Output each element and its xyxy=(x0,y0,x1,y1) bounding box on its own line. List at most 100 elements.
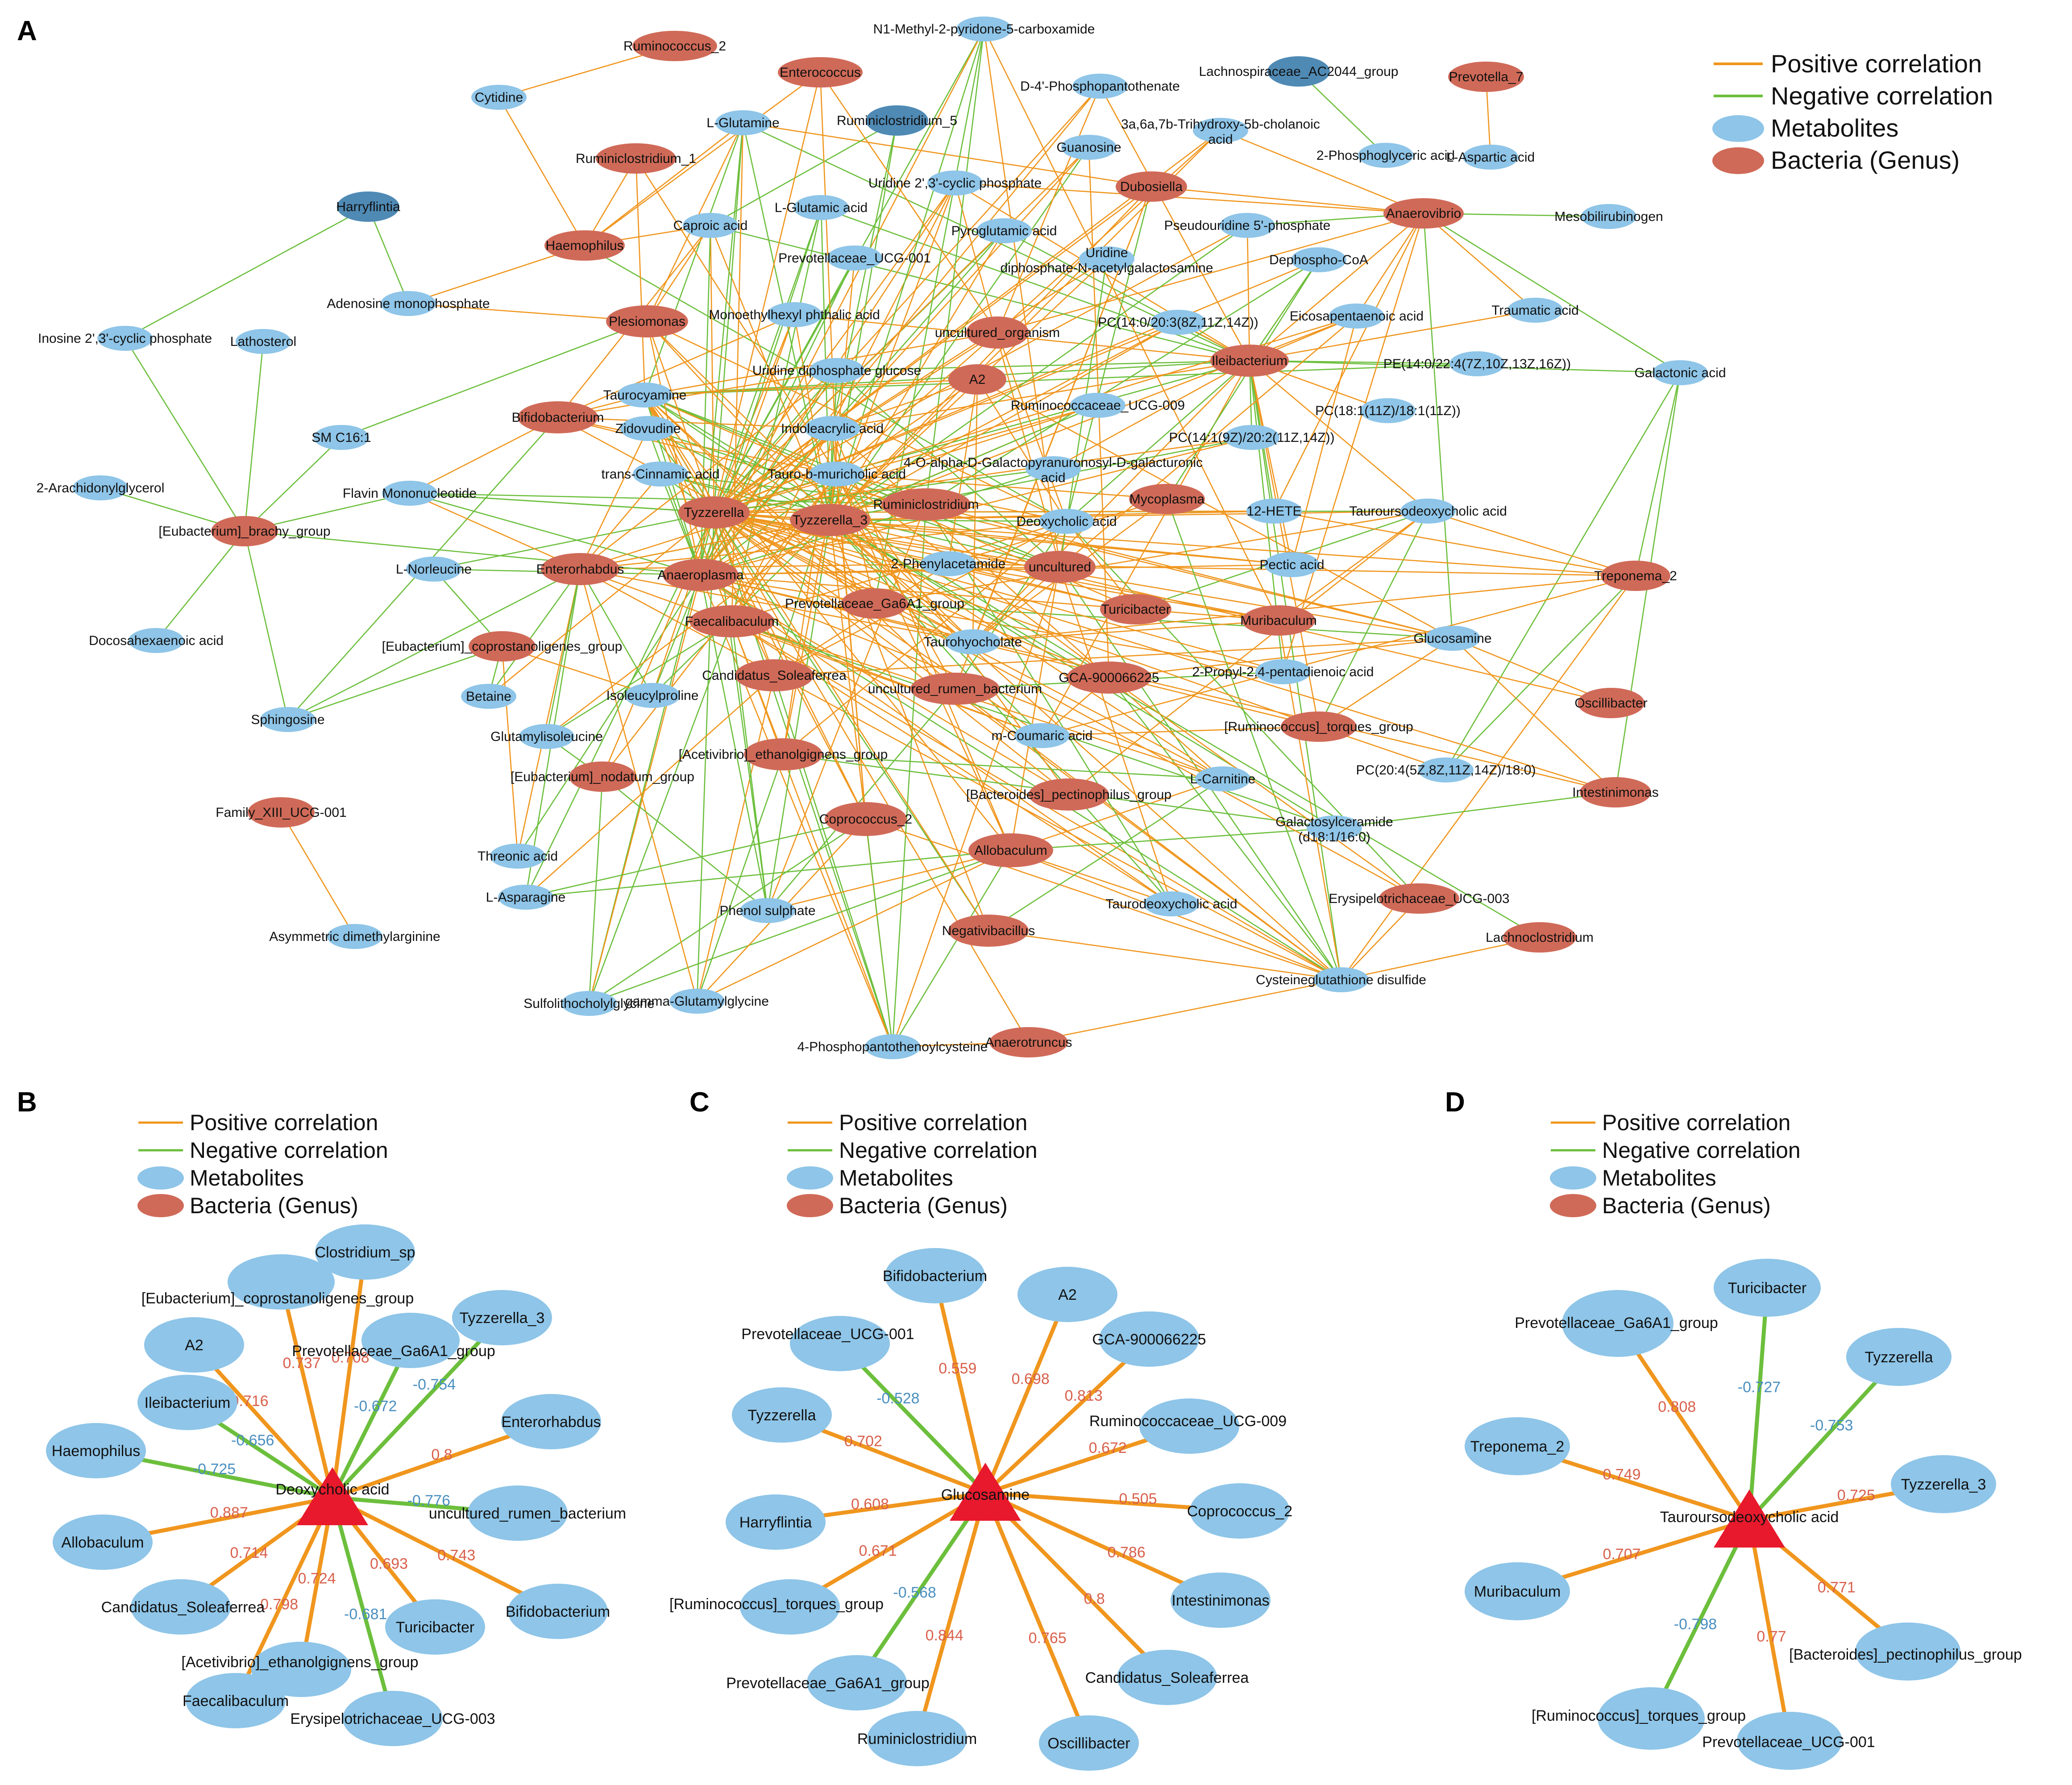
node-guanosine: Guanosine xyxy=(1056,135,1121,160)
node-marker xyxy=(1220,213,1275,238)
node-flavin-mononucleotide: Flavin Mononucleotide xyxy=(343,481,477,506)
spoke-value: 0.737 xyxy=(282,1355,320,1372)
node-label: Isoleucylproline xyxy=(606,688,699,703)
edge-positive xyxy=(700,574,1319,728)
node-marker xyxy=(1307,816,1362,840)
edge-positive xyxy=(644,395,875,604)
node-negativibacillus: Negativibacillus xyxy=(942,915,1035,947)
edge-positive xyxy=(588,574,702,1004)
node-label: Guanosine xyxy=(1056,140,1121,155)
legend-bacteria-marker xyxy=(787,1194,833,1217)
node-label: Treponema_2 xyxy=(1594,569,1677,583)
node-label: Tauro-b-muricholic acid xyxy=(768,467,906,482)
node-label: PC(18:1(11Z)/18:1(11Z)) xyxy=(1315,404,1461,418)
spoke-edge xyxy=(331,1495,559,1614)
edge-positive xyxy=(714,404,1098,513)
spoke-value: -0.727 xyxy=(1738,1379,1781,1396)
node-marker xyxy=(865,1034,920,1059)
legend-negative-text: Negative correlation xyxy=(1771,82,1993,110)
node-taurodeoxycholic-acid: Taurodeoxycholic acid xyxy=(1105,891,1237,916)
spoke-values: -0.7270.808-0.7530.7490.7250.7070.771-0.… xyxy=(1603,1379,1875,1645)
spoke-node-bifidobacterium: Bifidobacterium xyxy=(506,1584,610,1639)
node-d-4-phosphopantothenate: D-4'-Phosphopantothenate xyxy=(1020,74,1180,99)
node-label: Prevotella_7 xyxy=(1449,70,1524,84)
edge-positive xyxy=(580,568,973,643)
spoke-node-label: Turicibacter xyxy=(1728,1280,1806,1297)
spoke-value: 0.725 xyxy=(1837,1487,1875,1504)
node-label: Prevotellaceae_Ga6A1_group xyxy=(785,596,964,611)
node-acetivibrio-ethanolgignens-group: [Acetivibrio]_ethanolgignens_group xyxy=(679,738,888,770)
edge-negative xyxy=(696,754,784,1002)
node-label: Tauroursodeoxycholic acid xyxy=(1349,504,1507,519)
node-marker xyxy=(966,316,1029,349)
edge-positive xyxy=(525,675,775,898)
node-marker xyxy=(793,195,849,220)
node-tyzzerella-3: Tyzzerella_3 xyxy=(790,504,870,536)
node-label: Uridine 2',3'-cyclic phosphate xyxy=(868,176,1042,191)
edge-positive xyxy=(644,395,989,931)
spoke-node-prevotellaceae-ga6a1-group: Prevotellaceae_Ga6A1_group xyxy=(1515,1290,1718,1357)
edge-negative xyxy=(829,29,985,520)
node-label: Galactonic acid xyxy=(1634,366,1726,380)
edge-negative xyxy=(731,207,822,622)
edge-negative xyxy=(287,568,581,720)
node-label: L-Glutamine xyxy=(706,116,779,130)
spoke-value: 0.798 xyxy=(260,1596,298,1613)
edge-positive xyxy=(1220,129,1424,214)
node-faecalibaculum: Faecalibaculum xyxy=(685,605,779,637)
edge-positive xyxy=(1109,677,1420,899)
edge-negative xyxy=(124,338,245,532)
node-marker xyxy=(1360,398,1416,423)
node-label: Anaeroplasma xyxy=(657,568,744,583)
edge-negative xyxy=(830,519,1540,938)
node-marker xyxy=(518,401,598,433)
node-taurohyocholate: Taurohyocholate xyxy=(924,629,1022,654)
node-marker xyxy=(236,329,291,354)
node-label: Intestinimonas xyxy=(1572,785,1658,800)
node-uncultured-rumen-bacterium: uncultured_rumen_bacterium xyxy=(868,673,1042,705)
node-monoethylhexyl-phthalic-acid: Monoethylhexyl phthalic acid xyxy=(709,302,880,327)
edge-negative xyxy=(525,818,866,898)
spoke-node-marker xyxy=(251,1642,351,1697)
node-label: m-Coumaric acid xyxy=(992,728,1093,743)
node-marker xyxy=(471,85,527,110)
edge-negative xyxy=(1166,499,1342,980)
node-label: Enterorhabdus xyxy=(536,562,624,577)
edge-positive xyxy=(498,97,585,246)
spoke-edge xyxy=(331,1316,504,1499)
node-label: gamma-Glutamylglycine xyxy=(625,994,769,1009)
edge-positive xyxy=(580,474,661,570)
edge-negative xyxy=(988,778,1223,932)
node-marker xyxy=(1267,56,1330,87)
node-marker xyxy=(314,425,369,450)
node-label: 2-Phenylacetamide xyxy=(891,557,1006,571)
node-label: 4-Phosphopantothenoylcysteine xyxy=(797,1040,988,1054)
edge-negative xyxy=(660,473,926,505)
edge-positive xyxy=(731,621,893,1047)
edge-negative xyxy=(925,29,985,505)
spoke-node-marker xyxy=(501,1394,601,1449)
node-label: Threonic acid xyxy=(478,849,558,864)
edge-positive xyxy=(972,360,1250,642)
edge-negative xyxy=(644,394,830,521)
node-2-phenylacetamide: 2-Phenylacetamide xyxy=(891,551,1006,576)
edge-positive xyxy=(710,225,715,513)
node-label: L-Aspartic acid xyxy=(1446,150,1535,165)
node-m-coumaric-acid: m-Coumaric acid xyxy=(992,723,1093,748)
node-l-aspartic-acid: L-Aspartic acid xyxy=(1446,145,1535,170)
node-bacteroides-pectinophilus-group: [Bacteroides]_pectinophilus_group xyxy=(966,778,1171,811)
spoke-node-label: Oscillibacter xyxy=(1047,1735,1130,1752)
edge-positive xyxy=(1423,213,1536,311)
node-marker xyxy=(211,516,278,546)
edge-negative xyxy=(1635,372,1681,576)
spoke-node-label: uncultured_rumen_bacterium xyxy=(429,1505,626,1522)
node-label: Cytidine xyxy=(475,90,523,105)
edge-positive xyxy=(714,86,1100,513)
node-marker xyxy=(948,915,1029,947)
node-marker xyxy=(921,551,976,576)
node-marker xyxy=(1079,246,1134,271)
node-muribaculum: Muribaculum xyxy=(1240,605,1317,636)
